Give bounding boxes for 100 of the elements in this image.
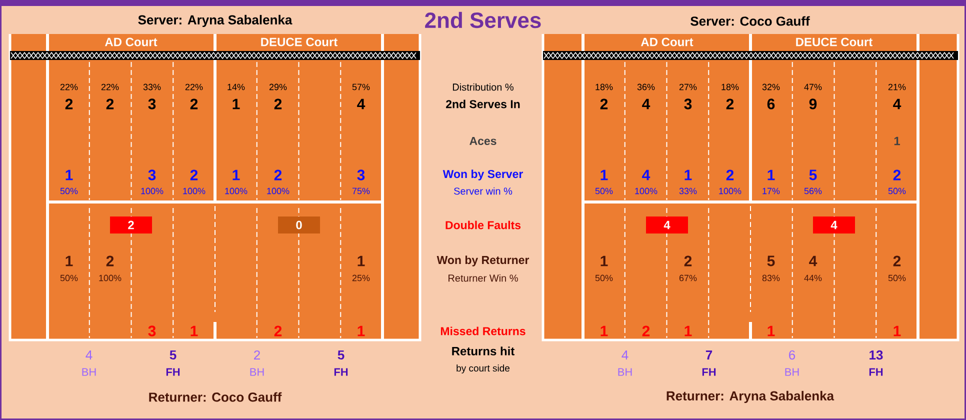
stat-number: 4 — [642, 98, 650, 110]
stat-percent: 47% — [804, 84, 822, 90]
stat-number: 2 — [190, 170, 198, 180]
stat-number: 5 — [767, 256, 775, 266]
stat-percent: 57% — [352, 84, 370, 90]
stat-number: 3 — [148, 98, 156, 110]
row-label: Double Faults — [446, 220, 521, 230]
shot-count: 13 — [870, 350, 883, 360]
stat-percent: 75% — [352, 188, 370, 194]
stat-percent: 27% — [679, 84, 697, 90]
stat-number: 1 — [232, 98, 240, 110]
stat-number: 1 — [66, 256, 73, 266]
stat-number: 1 — [684, 170, 692, 180]
shot-count: 4 — [86, 350, 92, 360]
shot-count: 2 — [254, 350, 260, 360]
stat-percent: 18% — [722, 84, 739, 90]
stat-percent: 22% — [101, 84, 119, 90]
stat-percent: 50% — [888, 274, 906, 282]
stat-percent: 44% — [804, 274, 822, 282]
stat-percent: 56% — [804, 188, 822, 194]
stat-number: 2 — [893, 256, 901, 266]
stat-number: 1 — [684, 326, 692, 336]
shot-count: 6 — [789, 350, 796, 360]
stat-percent: 100% — [719, 188, 742, 194]
stat-number: 2 — [106, 256, 114, 266]
stat-number: 2 — [726, 170, 734, 180]
shot-side: FH — [334, 368, 348, 376]
player-name: Returner: Coco Gauff — [149, 392, 282, 402]
stat-number: 2 — [274, 326, 282, 336]
court-header: DEUCE Court — [261, 38, 338, 46]
stat-number: 3 — [148, 326, 156, 336]
stat-percent: 22% — [185, 84, 203, 90]
court-header: AD Court — [640, 38, 694, 46]
row-label: Returns hit — [452, 346, 514, 356]
stat-number: 1 — [600, 326, 608, 336]
stat-number: 1 — [358, 256, 365, 266]
stat-percent: 21% — [888, 84, 906, 90]
stat-number: 2 — [893, 170, 901, 180]
player-name: Server: Aryna Sabalenka — [138, 14, 292, 28]
stat-percent: 100% — [225, 188, 248, 194]
stat-number: 2 — [190, 98, 198, 110]
row-label: by court side — [456, 364, 510, 374]
stat-percent: 33% — [143, 84, 161, 90]
stat-number: 2 — [274, 98, 282, 110]
stat-number: 1 — [600, 170, 608, 180]
shot-count: 5 — [170, 350, 176, 360]
player-name: Server: Coco Gauff — [690, 16, 810, 26]
stat-percent: 50% — [595, 188, 613, 194]
stat-percent: 22% — [60, 84, 78, 90]
shot-side: BH — [785, 368, 799, 376]
stat-number: 2 — [65, 98, 73, 110]
shot-side: BH — [82, 368, 96, 376]
shot-side: BH — [250, 368, 264, 376]
stat-number: 4 — [357, 98, 366, 110]
stat-percent: 17% — [762, 188, 780, 194]
shot-count: 5 — [338, 350, 344, 360]
row-label: Won by Server — [442, 170, 523, 180]
stat-number: 1 — [600, 256, 608, 266]
stat-percent: 32% — [762, 84, 780, 90]
row-label: Server win % — [454, 187, 512, 195]
stat-number: 2 — [726, 98, 734, 110]
stat-number: 1 — [768, 170, 775, 180]
stat-percent: 14% — [228, 84, 245, 90]
stat-number: 6 — [767, 98, 775, 110]
shot-side: FH — [869, 368, 883, 376]
stat-percent: 50% — [888, 188, 906, 194]
stat-number: 9 — [809, 98, 817, 110]
stat-number: 2 — [684, 256, 692, 266]
stat-number: 4 — [893, 98, 902, 110]
stat-percent: 29% — [269, 84, 287, 90]
stat-percent: 100% — [183, 188, 206, 194]
stat-number: 5 — [809, 170, 817, 180]
row-label: Won by Returner — [436, 256, 530, 266]
stat-percent: 50% — [595, 274, 613, 282]
shot-side: FH — [702, 368, 716, 376]
stat-percent: 50% — [60, 188, 78, 194]
fault-box: 4 — [813, 216, 855, 234]
stat-percent: 100% — [99, 274, 122, 282]
stat-percent: 33% — [679, 188, 697, 194]
stat-number: 3 — [148, 170, 156, 180]
stat-percent: 67% — [679, 274, 697, 282]
stat-percent: 36% — [637, 84, 655, 90]
stat-number: 1 — [894, 326, 901, 336]
row-label: 2nd Serves In — [446, 100, 520, 108]
stat-number: 1 — [66, 170, 73, 180]
stat-percent: 50% — [60, 274, 78, 282]
shot-count: 7 — [706, 350, 712, 360]
stat-number: 1 — [894, 136, 900, 146]
title: 2nd Serves — [425, 12, 541, 28]
fault-box: 2 — [110, 216, 152, 234]
stat-percent: 83% — [762, 274, 780, 282]
stat-percent: 18% — [596, 84, 613, 90]
court-header: DEUCE Court — [796, 38, 872, 46]
row-label: Returner Win % — [448, 274, 518, 282]
shot-count: 4 — [622, 350, 628, 360]
stat-number: 1 — [358, 326, 365, 336]
court-header: AD Court — [104, 38, 158, 46]
stat-number: 1 — [232, 170, 240, 180]
stat-number: 3 — [357, 170, 365, 180]
stat-number: 1 — [768, 326, 775, 336]
